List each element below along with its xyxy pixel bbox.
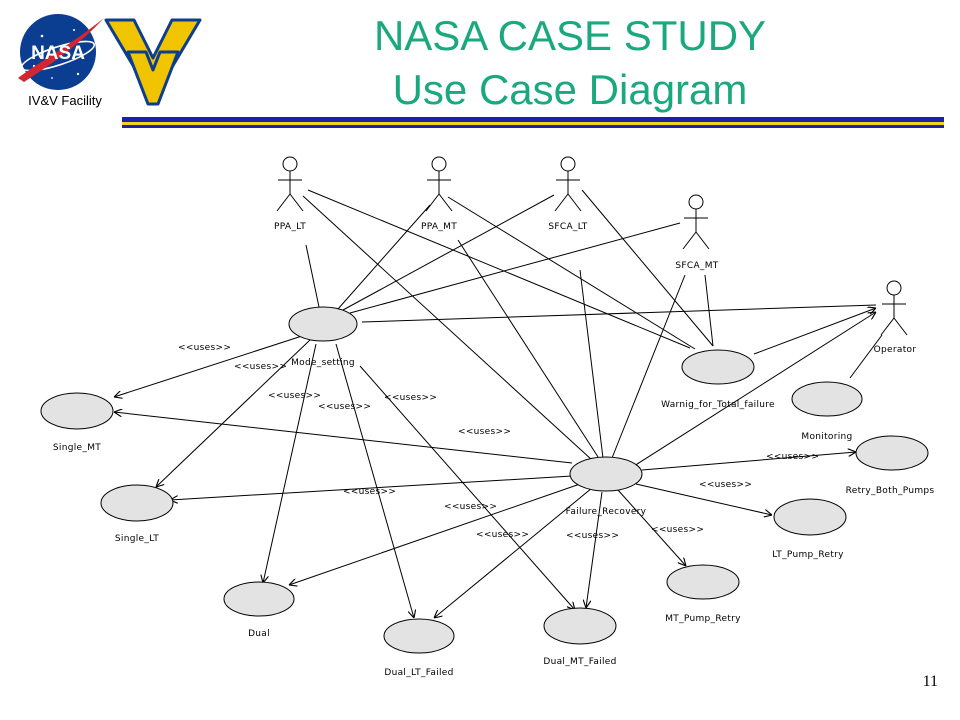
uses-label: <<uses>> bbox=[699, 480, 752, 490]
uses-label: <<uses>> bbox=[343, 487, 396, 497]
use-case-label-lt-pump-retry: LT_Pump_Retry bbox=[772, 550, 844, 560]
actor-label-ppa-lt: PPA_LT bbox=[274, 222, 306, 232]
wv-logo-icon bbox=[104, 18, 202, 106]
use-case-warning-total-failure[interactable] bbox=[681, 349, 755, 385]
uses-label: <<uses>> bbox=[384, 393, 437, 403]
actor-label-operator: Operator bbox=[874, 345, 917, 355]
warning-to-operator-arrow bbox=[753, 308, 876, 355]
uses-label: <<uses>> bbox=[268, 391, 321, 401]
actor-ppa-mt-icon[interactable] bbox=[425, 156, 453, 212]
facility-label: IV&V Facility bbox=[28, 93, 102, 108]
uses-label: <<uses>> bbox=[444, 502, 497, 512]
wv-logo-v bbox=[126, 50, 180, 106]
actor-sfca-lt-icon[interactable] bbox=[554, 156, 582, 212]
actor-label-sfca-lt: SFCA_LT bbox=[548, 222, 587, 232]
actor-label-ppa-mt: PPA_MT bbox=[421, 222, 457, 232]
use-case-label-dual: Dual bbox=[248, 629, 270, 639]
use-case-label-mt-pump-retry: MT_Pump_Retry bbox=[665, 614, 741, 624]
uses-relationships bbox=[114, 335, 856, 618]
uses-label: <<uses>> bbox=[178, 343, 231, 353]
actor-ppa-lt-icon[interactable] bbox=[276, 156, 304, 212]
use-case-label-mode-setting: Mode_setting bbox=[291, 358, 355, 368]
use-case-dual-mt-failed[interactable] bbox=[543, 607, 617, 645]
actor-label-sfca-mt: SFCA_MT bbox=[675, 261, 718, 271]
use-case-retry-both-pumps[interactable] bbox=[855, 435, 929, 471]
uses-label: <<uses>> bbox=[234, 362, 287, 372]
use-case-mt-pump-retry[interactable] bbox=[666, 564, 740, 600]
uses-label: <<uses>> bbox=[476, 530, 529, 540]
uses-label: <<uses>> bbox=[566, 531, 619, 541]
failure-to-operator-arrow bbox=[633, 312, 876, 467]
use-case-label-monitoring: Monitoring bbox=[801, 432, 852, 442]
use-case-single-lt[interactable] bbox=[100, 484, 174, 522]
use-case-label-dual-lt-failed: Dual_LT_Failed bbox=[384, 668, 453, 678]
header-rule-blue-top bbox=[122, 117, 944, 122]
nasa-logo-icon: NASA bbox=[18, 14, 104, 90]
use-case-label-dual-mt-failed: Dual_MT_Failed bbox=[543, 657, 616, 667]
nasa-logo-text: NASA bbox=[31, 43, 85, 64]
use-case-lt-pump-retry[interactable] bbox=[773, 498, 847, 536]
header-rule-blue-bottom bbox=[122, 125, 944, 128]
page-subtitle: Use Case Diagram bbox=[392, 66, 748, 113]
use-case-dual-lt-failed[interactable] bbox=[383, 618, 455, 654]
use-case-label-retry-both-pumps: Retry_Both_Pumps bbox=[846, 486, 935, 496]
use-case-dual[interactable] bbox=[223, 581, 295, 617]
use-case-single-mt[interactable] bbox=[40, 392, 114, 430]
page-title: NASA CASE STUDY bbox=[373, 12, 767, 59]
use-case-label-single-lt: Single_LT bbox=[115, 534, 159, 544]
use-case-monitoring[interactable] bbox=[791, 381, 863, 417]
association-lines bbox=[302, 189, 883, 461]
use-case-label-warning-total-failure: Warnig_for_Total_failure bbox=[661, 400, 775, 410]
actor-sfca-mt-icon[interactable] bbox=[682, 194, 710, 250]
page-number: 11 bbox=[922, 673, 938, 690]
uses-label: <<uses>> bbox=[318, 402, 371, 412]
uses-label: <<uses>> bbox=[766, 452, 819, 462]
use-case-label-failure-recovery: Failure_Recovery bbox=[566, 507, 647, 517]
header-rule-yellow bbox=[122, 122, 944, 125]
actor-operator-icon[interactable] bbox=[880, 280, 908, 336]
use-case-failure-recovery[interactable] bbox=[569, 456, 643, 492]
nasa-logo-vector bbox=[18, 18, 104, 82]
use-case-mode-setting[interactable] bbox=[288, 306, 358, 342]
uses-label: <<uses>> bbox=[651, 525, 704, 535]
use-case-label-single-mt: Single_MT bbox=[53, 443, 101, 453]
uses-label: <<uses>> bbox=[458, 427, 511, 437]
